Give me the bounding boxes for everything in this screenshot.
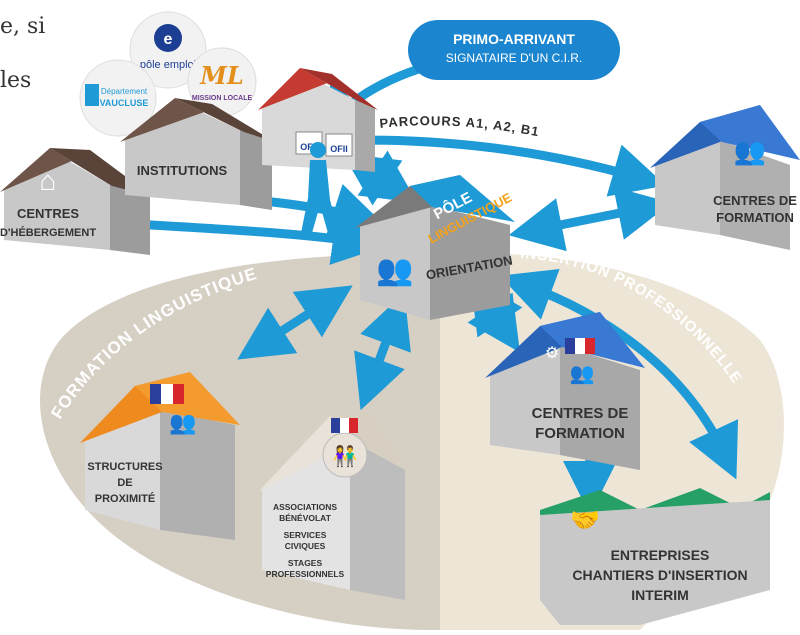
- entreprises-line1: ENTREPRISES: [611, 547, 710, 563]
- centres-top-line1: CENTRES DE: [713, 193, 797, 208]
- house-entreprises: 🤝 ENTREPRISES CHANTIERS D'INSERTION INTE…: [540, 488, 770, 625]
- structures-line1: STRUCTURES: [87, 461, 162, 473]
- handshake-icon: 🤝: [570, 507, 600, 534]
- associations-line2: BÉNÉVOLAT: [279, 513, 332, 523]
- vaucluse-badge: Département VAUCLUSE: [79, 59, 157, 137]
- bubble-subtitle: SIGNATAIRE D'UN C.I.R.: [446, 51, 583, 65]
- meeting-icon: 👥: [376, 254, 413, 287]
- centres-mid-line1: CENTRES DE: [532, 405, 629, 422]
- volunteers-icon: 👫: [333, 444, 358, 468]
- house-pole-linguistique: PÔLE LINGUISTIQUE 👥 ORIENTATION: [355, 175, 515, 320]
- institutions-label: INSTITUTIONS: [137, 163, 228, 178]
- mission-locale-logo-icon: ML: [199, 61, 243, 90]
- house-structures-proximite: 👥 STRUCTURES DE PROXIMITÉ: [80, 372, 240, 540]
- arrow-pole-associations: [354, 292, 411, 411]
- house-institutions: INSTITUTIONS: [120, 98, 275, 210]
- house-ofii: OFII OFII: [258, 68, 378, 172]
- centres-mid-line2: FORMATION: [535, 425, 625, 442]
- hebergement-line2: D'HÉBERGEMENT: [0, 226, 96, 239]
- people-icon: 👥: [169, 410, 196, 435]
- classroom-icon: 👥: [734, 136, 766, 166]
- trainees-icon: 👥: [570, 363, 595, 385]
- parcours-label: PARCOURS A1, A2, B1: [379, 113, 541, 139]
- arrow-pole-centres-top: [508, 186, 672, 252]
- vaucluse-top-text: Département: [101, 87, 148, 96]
- arrow-pole-structures: [237, 285, 353, 360]
- ofii-sign-2: OFII: [330, 144, 348, 154]
- associations-line6: PROFESSIONNELS: [266, 569, 345, 579]
- entreprises-line3: INTERIM: [631, 587, 689, 603]
- centres-top-line2: FORMATION: [716, 210, 794, 225]
- house-centres-formation-mid: ⚙ 👥 CENTRES DE FORMATION: [485, 312, 645, 470]
- walking-person-icon: [300, 142, 340, 240]
- bubble-title: PRIMO-ARRIVANT: [453, 31, 575, 47]
- associations-line4: CIVIQUES: [285, 541, 326, 551]
- pole-emploi-letter: e: [164, 31, 173, 48]
- house-associations: 👫 ASSOCIATIONS BÉNÉVOLAT SERVICES CIVIQU…: [258, 410, 410, 600]
- vaucluse-bottom-text: VAUCLUSE: [100, 98, 149, 108]
- entreprises-line2: CHANTIERS D'INSERTION: [572, 567, 747, 583]
- primo-arrivant-bubble: PRIMO-ARRIVANT SIGNATAIRE D'UN C.I.R.: [408, 20, 620, 80]
- ofii-sign-1: OFII: [300, 142, 318, 152]
- house-hebergement: ⌂ CENTRES D'HÉBERGEMENT: [0, 148, 152, 255]
- cut-text-line2: les: [0, 68, 32, 93]
- associations-line5: STAGES: [288, 558, 323, 568]
- mission-locale-badge: ML MISSION LOCALE: [187, 47, 257, 117]
- associations-line1: ASSOCIATIONS: [273, 502, 337, 512]
- mission-locale-text: MISSION LOCALE: [192, 95, 253, 102]
- associations-line3: SERVICES: [284, 530, 327, 540]
- structures-line3: PROXIMITÉ: [95, 492, 156, 505]
- hebergement-line1: CENTRES: [17, 206, 79, 221]
- structures-line2: DE: [117, 477, 132, 489]
- gear-icon: ⚙: [545, 345, 559, 362]
- house-centres-formation-top: 👥 CENTRES DE FORMATION: [650, 105, 800, 250]
- arrow-parcours: [355, 135, 666, 197]
- home-icon: ⌂: [40, 165, 57, 196]
- arrow-insertion-long: [499, 269, 739, 480]
- pole-emploi-text: pôle emploi: [140, 59, 196, 71]
- pole-emploi-badge: e pôle emploi: [129, 11, 207, 89]
- cut-text-line1: e, si: [0, 14, 46, 39]
